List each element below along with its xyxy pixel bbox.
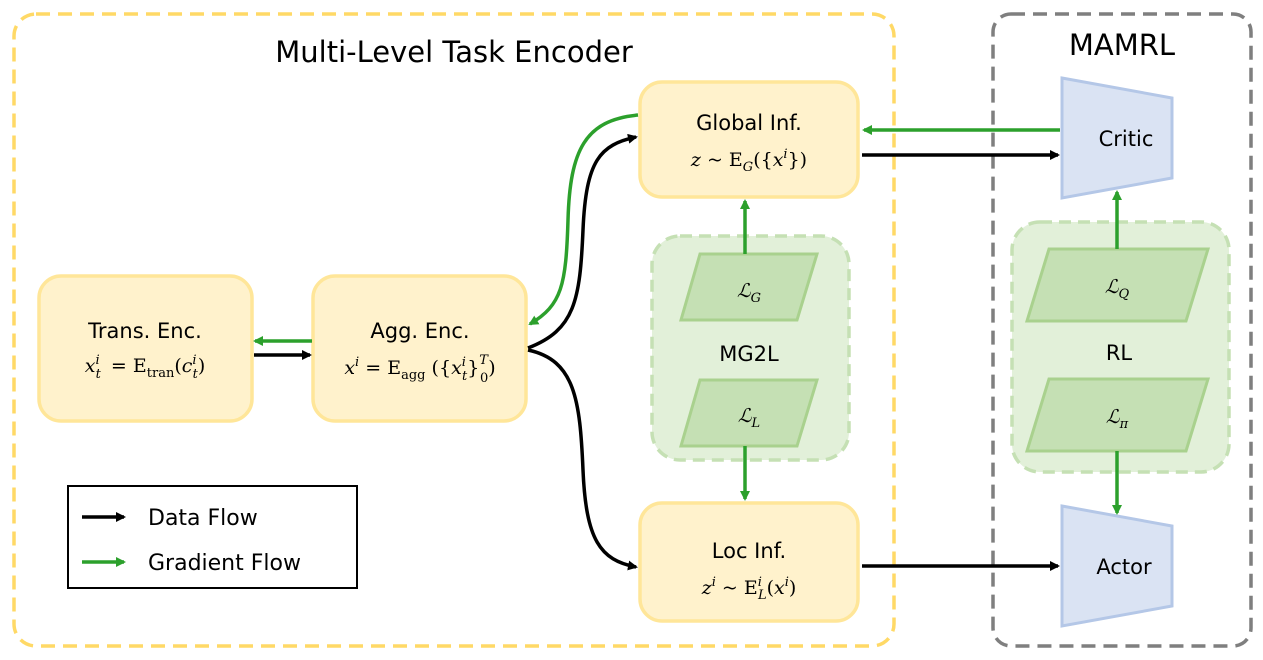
loss-pi: ℒπ (1024, 377, 1211, 453)
legend-gradient-flow-label: Gradient Flow (148, 551, 301, 576)
gradient-arrow-global-to-agg (528, 113, 639, 326)
mamrl-group-title: MAMRL (1069, 28, 1175, 62)
mg2l-label: MG2L (719, 342, 779, 366)
encoder-group-title: Multi-Level Task Encoder (275, 35, 633, 69)
agg-enc-label: Agg. Enc. (370, 319, 469, 343)
data-arrow-agg-to-global (527, 133, 638, 350)
global-inf-node[interactable]: Global Inf. z ~ EG({xi}) (638, 80, 860, 199)
svg-text:ℒL: ℒL (738, 405, 760, 431)
trans-enc-label: Trans. Enc. (87, 319, 202, 343)
critic-label: Critic (1099, 127, 1154, 151)
svg-text:ℒG: ℒG (737, 280, 761, 306)
critic-node[interactable]: Critic (1060, 76, 1174, 200)
actor-node[interactable]: Actor (1060, 504, 1174, 628)
loss-q: ℒQ (1024, 247, 1211, 323)
global-inf-label: Global Inf. (696, 111, 802, 135)
legend: Data Flow Gradient Flow (67, 485, 358, 589)
svg-text:ℒπ: ℒπ (1106, 406, 1129, 432)
data-arrow-agg-to-loc (527, 348, 638, 571)
actor-label: Actor (1096, 555, 1152, 579)
global-inf-formula: z ~ EG({xi}) (690, 147, 807, 175)
svg-text:ℒQ: ℒQ (1105, 276, 1130, 302)
encoder-group-border (12, 12, 896, 648)
rl-label: RL (1106, 341, 1133, 365)
loc-inf-label: Loc Inf. (712, 539, 786, 563)
loss-g: ℒG (679, 252, 820, 322)
loss-l: ℒL (679, 378, 820, 448)
legend-data-flow-label: Data Flow (148, 506, 258, 531)
mamrl-group-border (991, 12, 1253, 648)
